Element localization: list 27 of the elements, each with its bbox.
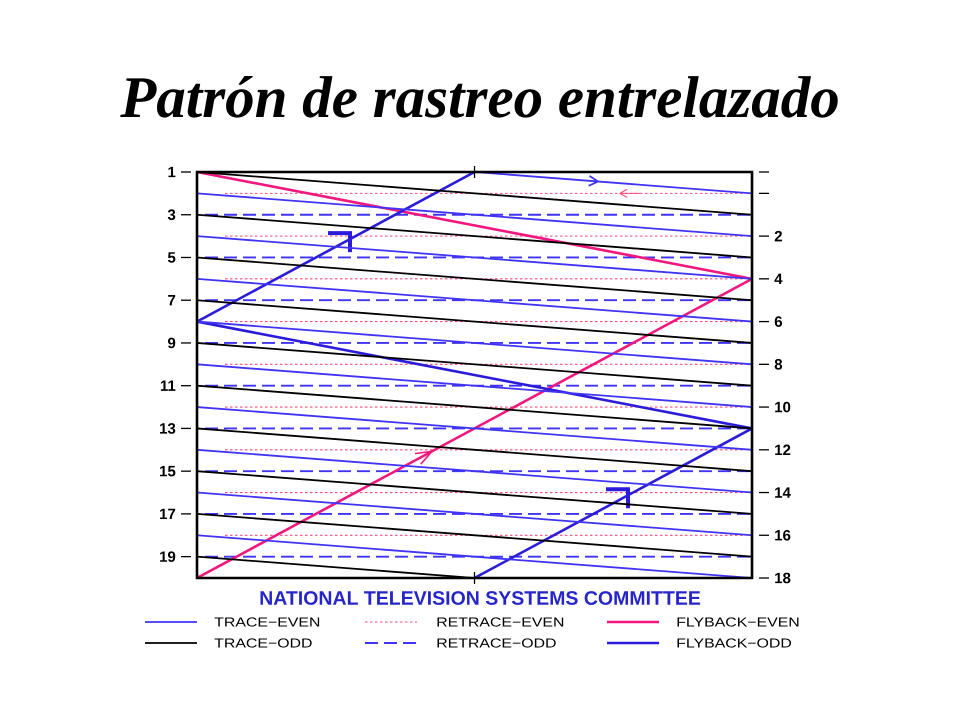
axis-label: 2: [774, 230, 782, 242]
title: Patrón de rastreo entrelazado: [120, 76, 838, 118]
axis-label: 13: [160, 423, 176, 434]
legend-label: RETRACE−EVEN: [438, 617, 564, 627]
axis-label: 19: [160, 551, 176, 562]
axis-label: 7: [168, 295, 176, 306]
axis-label: 3: [168, 209, 176, 220]
axis-label: 1: [168, 166, 176, 178]
axis-label: 14: [775, 487, 791, 498]
axis-label: 4: [774, 274, 782, 284]
axis-label: 9: [168, 338, 176, 348]
legend-label: FLYBACK−ODD: [678, 638, 792, 648]
legend-label: RETRACE−ODD: [438, 638, 556, 648]
axis-label: 11: [160, 380, 176, 391]
axis-label: 10: [775, 402, 790, 412]
chart-heading: NATIONAL TELEVISION SYSTEMS COMMITTEE: [260, 591, 700, 605]
legend-label: TRACE−ODD: [214, 638, 312, 648]
axis-label: 12: [775, 444, 790, 456]
legend-label: TRACE−EVEN: [214, 617, 320, 627]
axis-label: 15: [160, 466, 176, 476]
axis-label: 6: [774, 316, 782, 327]
axis-label: 16: [775, 530, 790, 541]
legend-label: FLYBACK−EVEN: [678, 617, 798, 627]
axis-label: 5: [168, 252, 176, 263]
axis-label: 18: [775, 572, 790, 584]
axis-label: 17: [160, 508, 176, 520]
axis-label: 8: [774, 359, 782, 370]
